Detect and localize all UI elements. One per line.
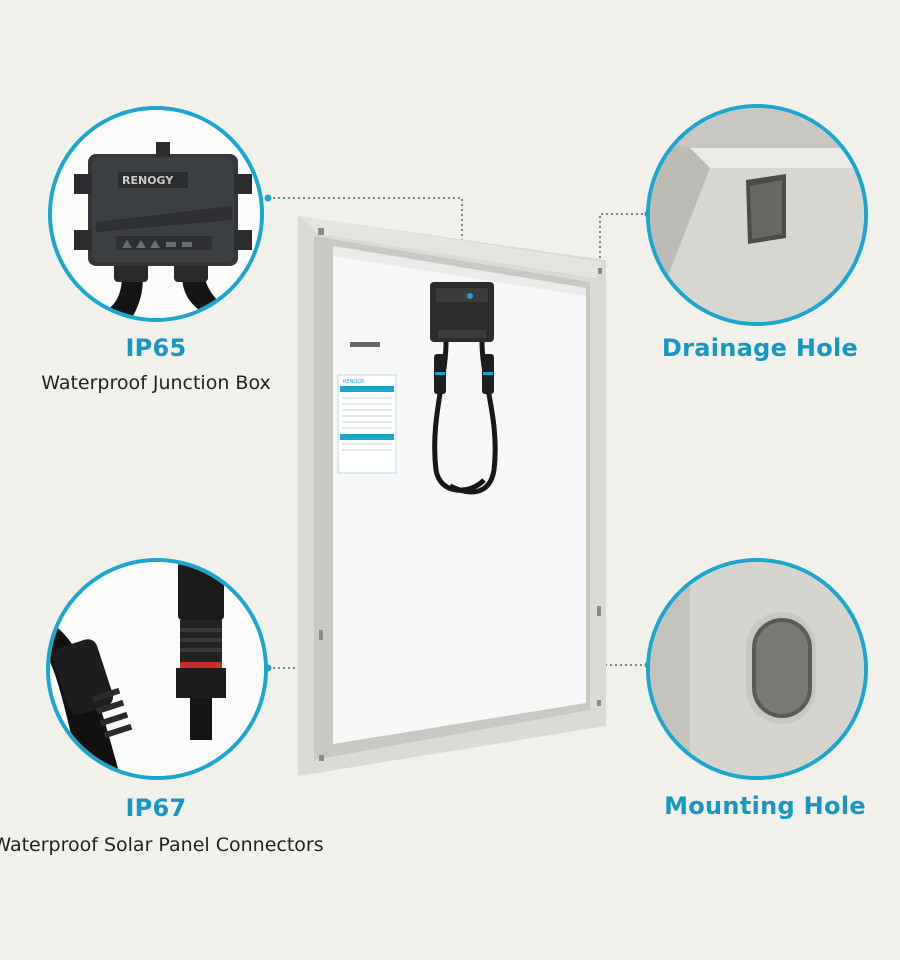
ip67-subtitle: Waterproof Solar Panel Connectors xyxy=(0,834,324,856)
connectors-closeup xyxy=(46,558,268,780)
svg-text:RENOGY: RENOGY xyxy=(122,174,174,187)
junction-box-small xyxy=(430,282,494,342)
ip65-subtitle: Waterproof Junction Box xyxy=(41,372,271,394)
mounting-hole-title: Mounting Hole xyxy=(664,792,866,820)
connectors-icon xyxy=(50,562,264,776)
leader-lines xyxy=(268,197,648,669)
spec-label xyxy=(337,374,397,474)
junction-box-closeup: RENOGY xyxy=(48,106,264,322)
leader-dots xyxy=(264,194,652,672)
panel-frame xyxy=(298,216,606,776)
drainage-hole-closeup xyxy=(646,104,868,326)
junction-box-icon: RENOGY xyxy=(52,110,260,318)
svg-text:RENOGY: RENOGY xyxy=(343,379,365,385)
panel-cables xyxy=(432,341,498,495)
panel-backsheet xyxy=(333,246,586,744)
ip67-title: IP67 xyxy=(125,794,187,822)
mounting-hole-closeup xyxy=(646,558,868,780)
mounting-hole-icon xyxy=(650,562,864,776)
drainage-hole-title: Drainage Hole xyxy=(661,334,859,362)
ip65-title: IP65 xyxy=(125,334,187,362)
drainage-hole-icon xyxy=(650,108,864,322)
